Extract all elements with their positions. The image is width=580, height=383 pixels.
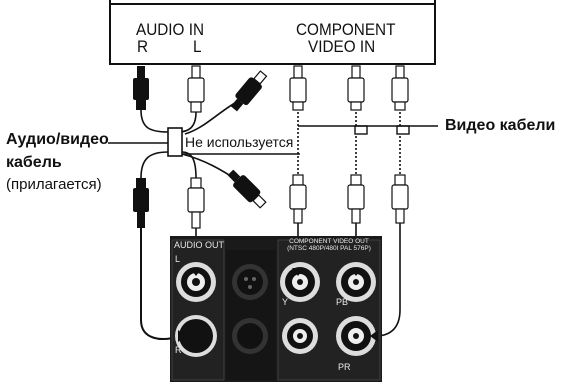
bottom-audio-r-plug [133, 178, 149, 228]
jack-label-r: R [175, 345, 182, 355]
arrow-into-component-y [292, 268, 304, 276]
jack-label-pb: PB [336, 297, 349, 307]
av-cable-label-line2: кабель [6, 154, 62, 171]
component-video-out-line2: (NTSC 480P/480I PAL 576P) [287, 244, 371, 252]
av-cable-red-branch-top [140, 109, 169, 133]
audio-r-label: R [137, 37, 149, 56]
component-pb-jack [336, 262, 376, 302]
component-y-jack [280, 262, 320, 302]
av-cable-red-branch-bottom [140, 151, 169, 179]
av-cable-white-branch-bottom [181, 151, 197, 179]
top-audio-l-plug [187, 65, 205, 113]
top-component-pr-plug [391, 65, 409, 111]
connection-arrows [178, 268, 378, 342]
audio-out-l-jack [176, 262, 216, 302]
tv-input-panel [109, 0, 436, 65]
video-cable-clip-2 [396, 125, 410, 135]
video-cables-label: Видео кабели [445, 117, 556, 134]
top-audio-r-plug [133, 66, 149, 110]
jack-label-pr: PR [338, 362, 351, 372]
jack-label-l: L [175, 254, 181, 264]
audio-l-label: L [193, 37, 202, 56]
video-cable-clip-1 [354, 125, 368, 135]
bottom-audio-l-plug [187, 177, 205, 229]
unused-video-plug-top [230, 70, 268, 112]
audio-out-label: AUDIO OUT [174, 240, 225, 250]
av-cable-label-line1: Аудио/видео [6, 131, 109, 148]
cables [140, 99, 410, 340]
top-component-y-plug [289, 65, 307, 111]
top-plugs [133, 65, 409, 113]
bottom-component-y-plug [289, 174, 307, 224]
component-video-out-line1: COMPONENT VIDEO OUT [289, 238, 369, 245]
audio-in-label: AUDIO IN [136, 20, 205, 39]
arrow-into-component-pb [350, 268, 362, 276]
audio-out-r-jack [175, 315, 217, 357]
component-pr-jack [336, 316, 376, 356]
arrow-into-audio-l [190, 268, 202, 276]
av-cable-split-block [167, 127, 183, 157]
bottom-component-pr-plug [391, 174, 409, 224]
unused-video-plug-bottom [227, 169, 267, 209]
bottom-plugs [133, 169, 409, 229]
av-cable-label-line3: (прилагается) [6, 176, 102, 193]
not-used-label: Не используется [185, 134, 294, 150]
s-video-jack-lower [232, 318, 268, 354]
arrow-into-audio-r [178, 330, 186, 342]
device-back-panel [170, 236, 382, 382]
component-video-out-label: COMPONENT VIDEO OUT (NTSC 480P/480I PAL … [281, 238, 377, 253]
jack-label-y: Y [282, 297, 289, 307]
composite-jack [282, 318, 318, 354]
s-video-jack-upper [232, 264, 268, 300]
arrow-into-component-pr [370, 330, 378, 342]
callout-lines [108, 125, 438, 155]
component-label-line1: COMPONENT [296, 20, 396, 39]
component-label-line2: VIDEO IN [308, 37, 376, 56]
top-component-pb-plug [347, 65, 365, 111]
bottom-component-pb-plug [347, 174, 365, 224]
